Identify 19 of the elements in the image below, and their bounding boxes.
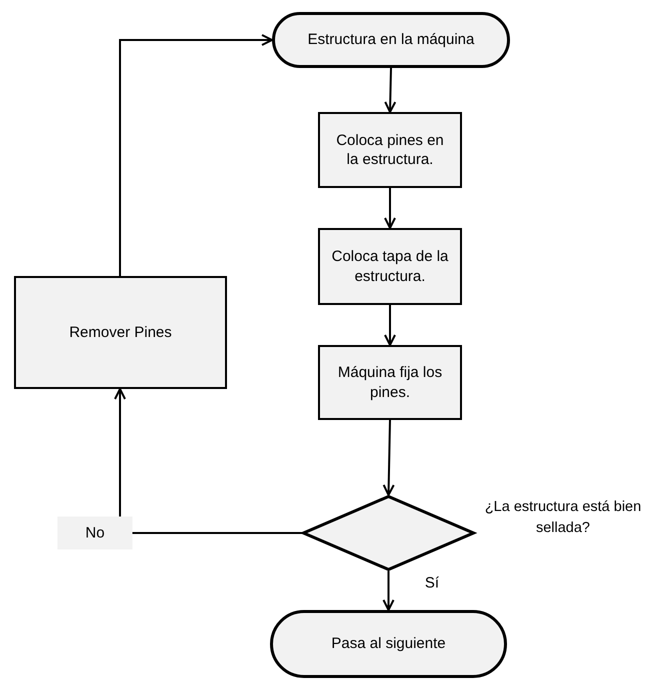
edge-label: No — [57, 516, 133, 550]
arrow — [119, 34, 273, 276]
step-text: Remover Pines — [69, 322, 172, 342]
arrow — [384, 68, 396, 113]
step-text: Coloca pines en la estructura. — [335, 130, 445, 170]
step-text: Coloca tapa de la estructura. — [330, 247, 450, 286]
process-box — [14, 276, 227, 389]
arrow — [114, 388, 302, 534]
step-text: Máquina fija los pines. — [336, 363, 444, 402]
arrow — [382, 420, 395, 496]
arrow — [382, 571, 394, 611]
arrow — [384, 305, 396, 346]
step-text: Pasa al siguiente — [331, 634, 446, 654]
process-box — [318, 345, 462, 420]
decision-question: ¿La estructura está bien sellada? — [484, 498, 642, 538]
process-box — [318, 112, 462, 188]
arrow — [384, 188, 396, 229]
step-text: Estructura en la máquina — [308, 30, 474, 50]
process-box — [318, 228, 462, 305]
